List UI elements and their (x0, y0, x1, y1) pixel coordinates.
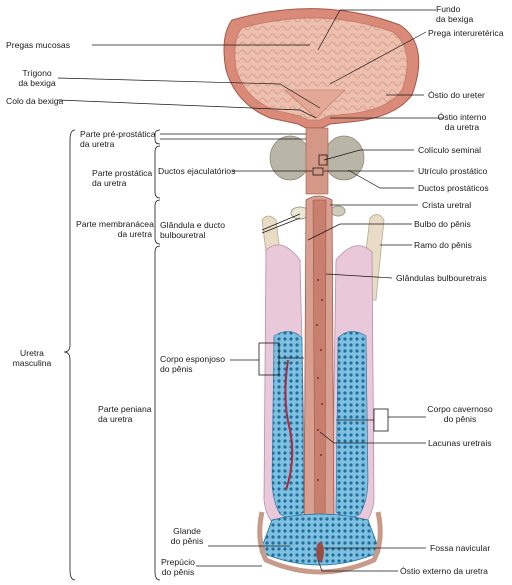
label-ductos-prostaticos: Ductos prostáticos (418, 183, 489, 193)
label-parte-prostatica: Parte prostática da uretra (92, 168, 153, 188)
label-parte-membranacea: Parte membranácea da uretra (76, 219, 154, 239)
urethral-lacunae (316, 279, 323, 481)
bladder (223, 8, 420, 129)
prostate-left-lobe (269, 135, 311, 181)
label-glande: Glande do pênis (170, 526, 204, 546)
label-pregas-mucosas: Pregas mucosas (6, 40, 71, 50)
label-coliculo: Colículo seminal (418, 145, 482, 155)
label-parte-peniana: Parte peniana da uretra (98, 404, 152, 424)
trigone (284, 89, 346, 119)
bracket-prostatica (154, 145, 161, 199)
label-ostio-ureter: Óstio do ureter (428, 90, 485, 100)
label-colo: Colo da bexiga (6, 96, 64, 106)
bracket-peniana (154, 245, 161, 581)
label-fundo-1: Fundo da bexiga (436, 4, 474, 24)
label-ductos-ejaculatorios: Ductos ejaculatórios (158, 166, 236, 176)
label-corpo-cavernoso: Corpo cavernoso do pênis (427, 404, 493, 424)
label-glandulas-bulbouretrais: Glândulas bulbouretrais (396, 273, 487, 283)
seminal-colliculus-box-2 (312, 167, 324, 176)
label-ramo: Ramo do pênis (414, 240, 472, 250)
label-trigono: Trígono da bexiga (18, 68, 56, 88)
seminal-colliculus-box-1 (318, 154, 328, 166)
label-crista: Crista uretral (422, 200, 472, 210)
erectile-tissue-right (335, 331, 369, 518)
bulbourethral-gland-right (330, 205, 346, 217)
label-corpo-esponjoso: Corpo esponjoso do pênis (160, 354, 225, 374)
label-fossa: Fossa navicular (430, 543, 491, 553)
leader-lines (57, 9, 444, 572)
bracket-pre-prostatica (154, 129, 161, 145)
spongy-callout-box (258, 342, 280, 376)
fossa-navicularis-shape (316, 542, 324, 562)
label-parte-pre-prostatica: Parte pré-prostática da uretra (80, 129, 156, 149)
prostatic-urethra (305, 127, 329, 195)
label-bulbo: Bulbo do pênis (414, 219, 471, 229)
cavernous-callout-box (373, 408, 389, 432)
deep-artery-left (284, 359, 294, 491)
label-prega-interureterica: Prega interuretérica (428, 28, 504, 38)
label-glandula-ducto: Glândula e ducto bulbouretral (160, 220, 225, 240)
bracket-membranacea (154, 199, 161, 245)
glans (259, 513, 381, 566)
prostate (269, 127, 365, 195)
urethral-lumen (312, 199, 327, 549)
prepuce (257, 511, 383, 575)
label-prepucio: Prepúcio do pênis (161, 557, 195, 577)
label-lacunas: Lacunas uretrais (428, 438, 492, 448)
label-utriculo: Utrículo prostático (418, 166, 488, 176)
bladder-mucosa (234, 17, 408, 121)
bracket-uretra-masculina (63, 129, 76, 581)
brackets (63, 129, 161, 581)
label-ostio-interno: Óstio interno da uretra (437, 112, 487, 132)
label-uretra-masculina: Uretra masculina (12, 348, 52, 368)
label-ostio-externo: Óstio externo da uretra (400, 566, 488, 576)
